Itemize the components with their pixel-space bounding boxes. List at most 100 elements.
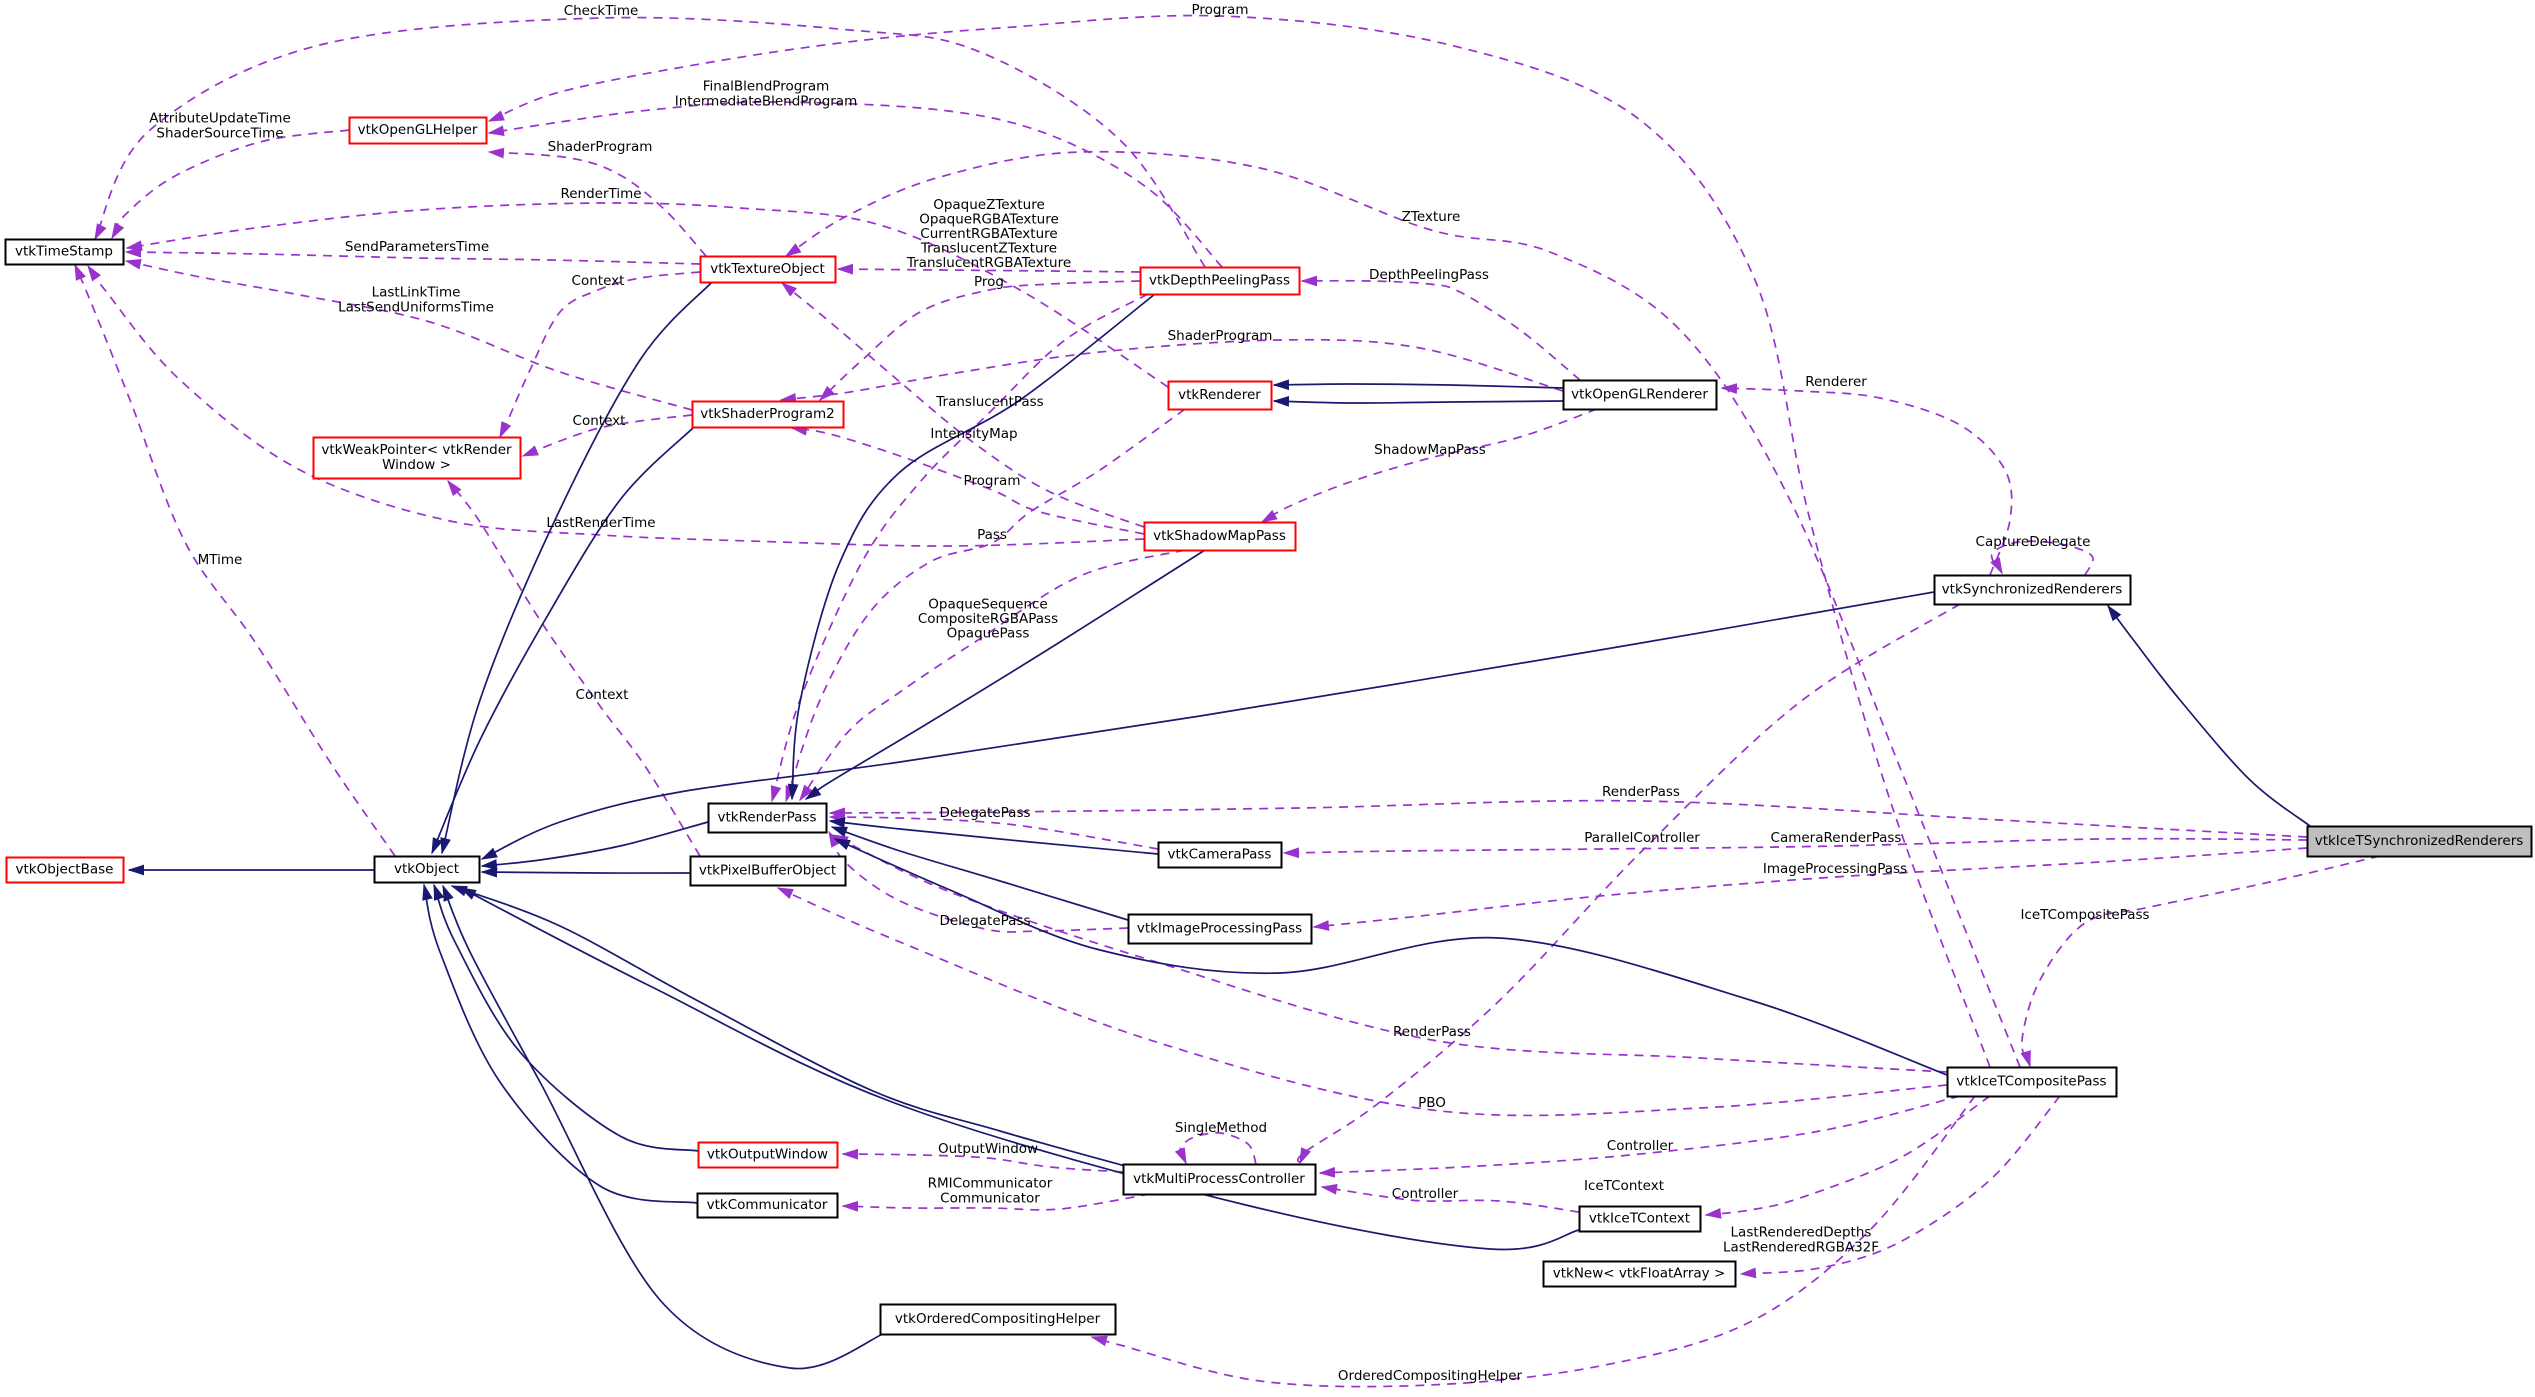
node-timestamp[interactable]: vtkTimeStamp (4, 238, 125, 266)
edge-syncrenderers-syncrenderers-CaptureDelegate (1990, 540, 2094, 576)
edge-label-RenderPass: RenderPass (1602, 784, 1680, 800)
node-box-icetcontext (1578, 1205, 1702, 1233)
node-box-icetsyncrenderers (2306, 825, 2533, 858)
node-openglrenderer[interactable]: vtkOpenGLRenderer (1562, 379, 1718, 411)
node-box-renderpass (707, 802, 828, 834)
node-imageprocessingpass[interactable]: vtkImageProcessingPass (1127, 913, 1313, 945)
node-label-icetsyncrenderers: vtkIceTSynchronizedRenderers (2315, 833, 2524, 849)
edge-label-ShaderProgram: ShaderProgram (1168, 328, 1273, 344)
node-label-textureobject: vtkTextureObject (710, 261, 825, 277)
node-box-shadowmappass (1143, 521, 1297, 552)
node-box-openglrenderer (1562, 379, 1718, 411)
node-icetcompositepass[interactable]: vtkIceTCompositePass (1946, 1066, 2118, 1098)
edge-label-MTime: MTime (198, 552, 243, 568)
edge-label-Context: Context (576, 687, 629, 703)
node-pixelbufferobject[interactable]: vtkPixelBufferObject (689, 855, 847, 887)
node-communicator[interactable]: vtkCommunicator (696, 1192, 839, 1219)
node-label-timestamp: vtkTimeStamp (15, 244, 113, 260)
edge-icetcontext-multiprocesscontroller-Controller (1320, 1183, 1580, 1213)
edge-camerapass-renderpass (828, 817, 1159, 855)
edge-icetcompositepass-textureobject-ZTexture (784, 150, 2021, 1068)
edge-label-SendParametersTime: SendParametersTime (345, 239, 489, 255)
edge-label-LastRenderTime: LastRenderTime (546, 515, 655, 531)
edge-openglrenderer-renderer (1272, 395, 1564, 407)
node-shaderprogram2[interactable]: vtkShaderProgram2 (691, 400, 845, 429)
edge-textureobject-openglhelper-ShaderProgram (487, 147, 707, 257)
edge-label-Program: Program (1192, 2, 1249, 18)
node-label-depthpeelingpass: vtkDepthPeelingPass (1149, 273, 1290, 289)
edge-icetcompositepass-newfloatarray-LastRenderedDepths (1739, 1095, 2061, 1279)
edge-orderedcompositinghelper-object (442, 884, 886, 1370)
node-box-multiprocesscontroller (1122, 1163, 1317, 1196)
node-label-shadowmappass: vtkShadowMapPass (1153, 528, 1286, 544)
edge-object-timestamp-MTime (74, 263, 396, 857)
node-box-syncrenderers (1933, 574, 2132, 606)
node-renderer[interactable]: vtkRenderer (1167, 380, 1273, 411)
node-icetcontext[interactable]: vtkIceTContext (1578, 1205, 1702, 1233)
node-box-depthpeelingpass (1139, 266, 1301, 296)
edge-label-Context: Context (572, 273, 625, 289)
node-renderpass[interactable]: vtkRenderPass (707, 802, 828, 834)
node-label-multiprocesscontroller: vtkMultiProcessController (1133, 1171, 1305, 1187)
node-box-object (373, 855, 481, 884)
node-label-icetcontext: vtkIceTContext (1589, 1211, 1690, 1227)
node-camerapass[interactable]: vtkCameraPass (1157, 841, 1283, 869)
edge-communicator-object (422, 883, 698, 1204)
edge-label-TranslucentPass: TranslucentPass (935, 394, 1043, 410)
edge-label-CaptureDelegate: CaptureDelegate (1976, 534, 2091, 550)
edge-label-Context: Context (573, 413, 626, 429)
edge-label-Controller: Controller (1607, 1138, 1674, 1154)
edge-label-Prog: Prog (974, 274, 1004, 290)
edge-multiprocesscontroller-outputwindow-OutputWindow (841, 1148, 1124, 1173)
edge-label-ParallelController: ParallelController (1584, 830, 1700, 846)
node-label-renderpass: vtkRenderPass (717, 810, 816, 826)
node-object[interactable]: vtkObject (373, 855, 481, 884)
node-openglhelper[interactable]: vtkOpenGLHelper (348, 116, 488, 145)
node-label-openglrenderer: vtkOpenGLRenderer (1571, 387, 1708, 403)
edge-depthpeelingpass-textureobject-OpaqueZTexture (836, 263, 1141, 275)
edge-imageprocessingpass-renderpass-DelegatePass (828, 830, 1129, 933)
node-icetsyncrenderers[interactable]: vtkIceTSynchronizedRenderers (2306, 825, 2533, 858)
edge-label-CheckTime: CheckTime (564, 3, 639, 19)
node-objectbase[interactable]: vtkObjectBase (5, 856, 125, 884)
node-label-communicator: vtkCommunicator (707, 1197, 828, 1213)
edge-depthpeelingpass-renderpass-TranslucentPass (770, 293, 1149, 803)
node-orderedcompositinghelper[interactable]: vtkOrderedCompositingHelper (879, 1303, 1117, 1336)
node-box-icetcompositepass (1946, 1066, 2118, 1098)
node-label-icetcompositepass: vtkIceTCompositePass (1956, 1074, 2106, 1090)
node-box-shaderprogram2 (691, 400, 845, 429)
edge-openglrenderer-shaderprogram2-ShaderProgram (779, 338, 1564, 404)
edge-depthpeelingpass-timestamp-CheckTime (94, 16, 1206, 268)
edge-label-RenderTime: RenderTime (560, 186, 641, 202)
edge-icetcompositepass-multiprocesscontroller-Controller (1318, 1095, 1961, 1178)
edge-shadowmappass-renderpass (804, 549, 1206, 800)
node-syncrenderers[interactable]: vtkSynchronizedRenderers (1933, 574, 2132, 606)
node-shadowmappass[interactable]: vtkShadowMapPass (1143, 521, 1297, 552)
edge-depthpeelingpass-openglhelper-FinalBlendProgram (487, 101, 1223, 268)
node-box-orderedcompositinghelper (879, 1303, 1117, 1336)
node-box-newfloatarray (1542, 1260, 1737, 1288)
edge-shaderprogram2-timestamp-LastLinkTime (124, 258, 693, 411)
node-multiprocesscontroller[interactable]: vtkMultiProcessController (1122, 1163, 1317, 1196)
node-outputwindow[interactable]: vtkOutputWindow (697, 1141, 839, 1169)
node-newfloatarray[interactable]: vtkNew< vtkFloatArray > (1542, 1260, 1737, 1288)
edge-label-CameraRenderPass: CameraRenderPass (1771, 830, 1902, 846)
node-label-objectbase: vtkObjectBase (16, 862, 114, 878)
edge-outputwindow-object (433, 883, 699, 1152)
node-depthpeelingpass[interactable]: vtkDepthPeelingPass (1139, 266, 1301, 296)
node-label-outputwindow: vtkOutputWindow (707, 1147, 828, 1163)
node-label-syncrenderers: vtkSynchronizedRenderers (1942, 582, 2123, 598)
node-label-imageprocessingpass: vtkImageProcessingPass (1137, 921, 1302, 937)
edge-icetsyncrenderers-icetcompositepass-IceTCompositePass (2020, 855, 2381, 1068)
edge-shaderprogram2-object (431, 426, 695, 855)
node-textureobject[interactable]: vtkTextureObject (699, 255, 837, 284)
node-box-communicator (696, 1192, 839, 1219)
edge-openglrenderer-shadowmappass-ShadowMapPass (1260, 408, 1598, 523)
edge-icetcompositepass-renderpass-RenderPass (831, 834, 1948, 1073)
